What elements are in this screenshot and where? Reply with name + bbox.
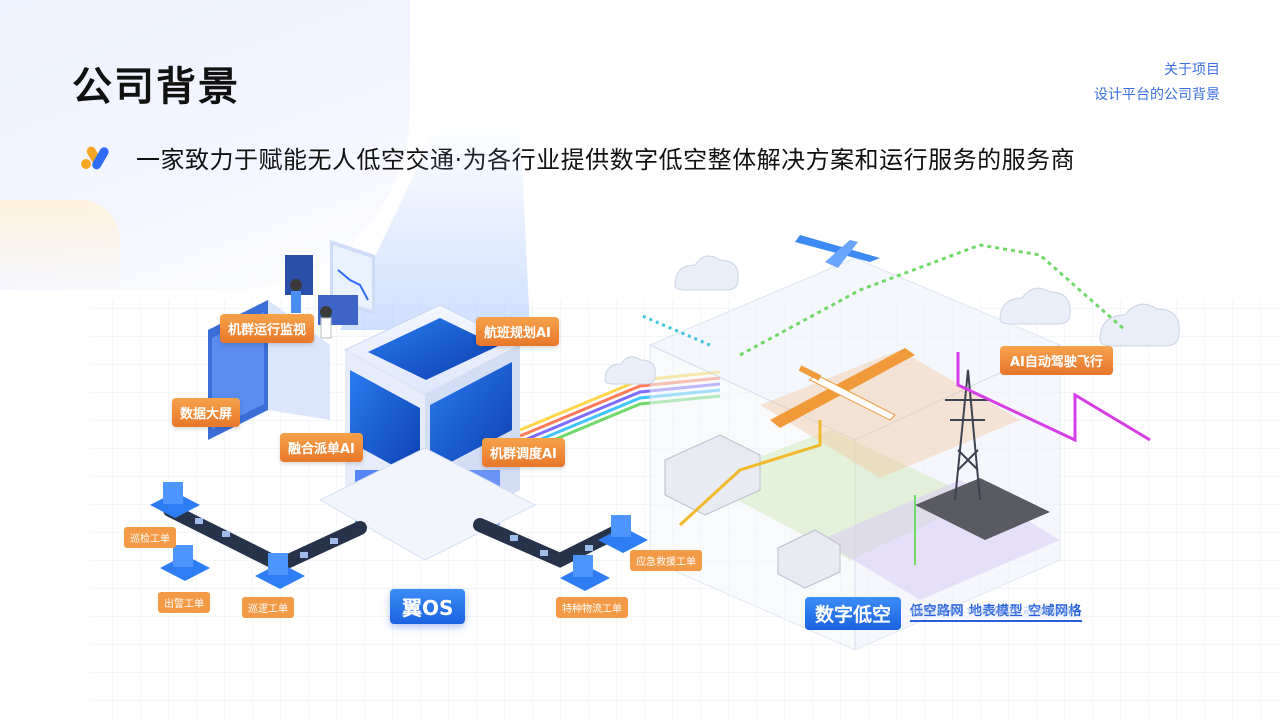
digital-airspace-layers-reflection: 低空路网 地表模型 空域网格 <box>910 604 1076 616</box>
tagline-row: 一家致力于赋能无人低空交通·为各行业提供数字低空整体解决方案和运行服务的服务商 <box>80 140 1075 175</box>
route-green <box>739 243 1126 357</box>
page-title: 公司背景 <box>72 64 240 110</box>
label-emergency-order[interactable]: 应急救援工单 <box>630 550 702 571</box>
vehicles <box>664 434 841 589</box>
label-fusion-dispatch[interactable]: 融合派单AI <box>280 433 363 462</box>
tagline-text: 一家致力于赋能无人低空交通·为各行业提供数字低空整体解决方案和运行服务的服务商 <box>136 146 1076 174</box>
label-patrol-order[interactable]: 巡检工单 <box>124 527 176 548</box>
route-teal <box>639 313 711 347</box>
clouds <box>604 255 1180 385</box>
transmission-tower <box>945 369 990 501</box>
breadcrumb-section[interactable]: 关于项目 <box>1164 62 1220 78</box>
conveyor-packages <box>195 518 593 558</box>
fixed-wing-drone <box>770 348 915 428</box>
route-yellow <box>678 420 822 527</box>
route-magenta <box>956 352 1151 443</box>
os-badge[interactable]: 翼OS <box>390 589 466 624</box>
label-flight-planning[interactable]: 航班规划AI <box>476 317 559 346</box>
breadcrumb-page[interactable]: 设计平台的公司背景 <box>1094 87 1220 103</box>
label-data-screen[interactable]: 数据大屏 <box>172 398 241 427</box>
work-order-stations <box>150 482 648 591</box>
brand-logo-icon <box>81 146 109 169</box>
airspace-cube <box>648 257 1062 651</box>
label-fleet-monitor[interactable]: 机群运行监视 <box>220 314 315 343</box>
top-aircraft <box>795 235 880 268</box>
label-escort-order[interactable]: 巡逻工单 <box>242 597 294 618</box>
label-fleet-scheduling[interactable]: 机群调度AI <box>482 438 565 467</box>
auto-flight-badge[interactable]: AI自动驾驶飞行 <box>1000 346 1113 375</box>
digital-airspace-layers: 低空路网 地表模型 空域网格 <box>910 600 1083 622</box>
background-accent <box>0 200 120 290</box>
label-police-order[interactable]: 出警工单 <box>158 592 210 613</box>
label-logistics-order[interactable]: 特种物流工单 <box>556 597 628 618</box>
breadcrumb: 关于项目 设计平台的公司背景 <box>1094 58 1220 108</box>
digital-airspace-title[interactable]: 数字低空 <box>805 597 902 630</box>
building-glow <box>340 120 530 330</box>
